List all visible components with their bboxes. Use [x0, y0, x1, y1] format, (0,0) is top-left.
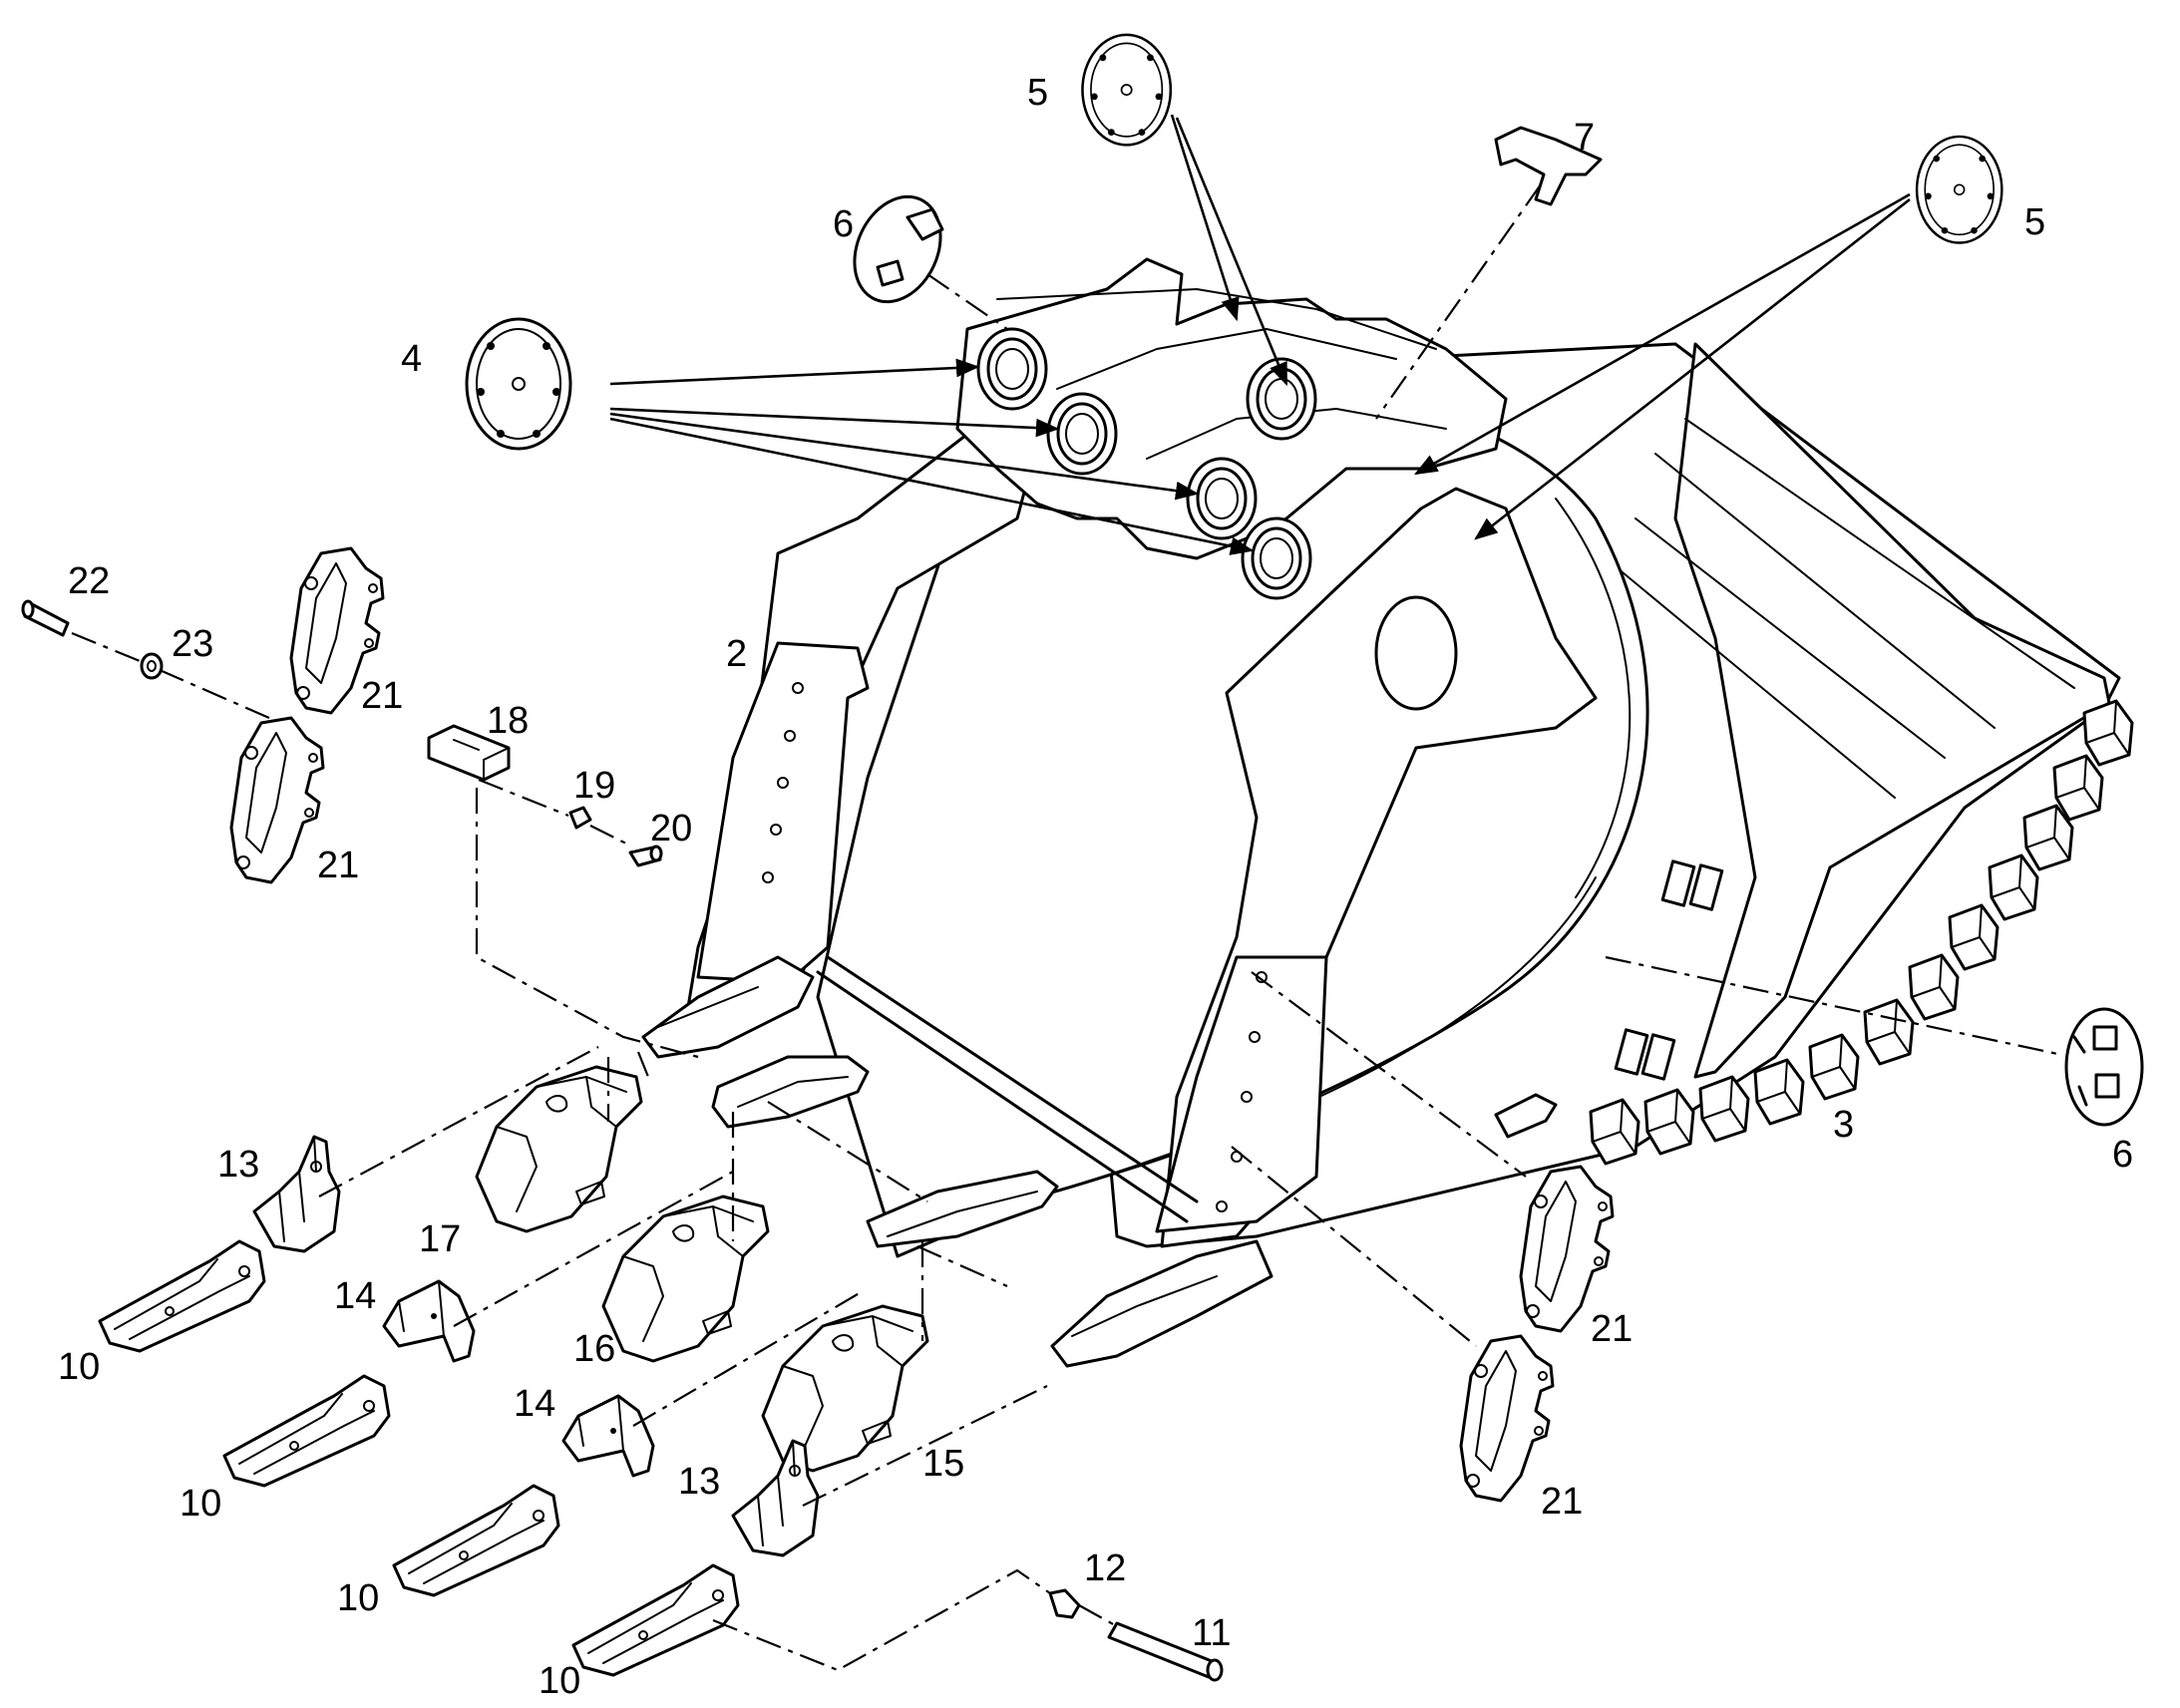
bucket-body	[641, 257, 2134, 1368]
callout-14-upper: 14	[334, 1275, 376, 1317]
wear-plate-21-lower-right	[1459, 1334, 1555, 1503]
callout-10-c: 10	[337, 1577, 379, 1619]
callout-21-lower-left: 21	[317, 845, 359, 886]
pin-11	[1107, 1621, 1224, 1682]
callout-6-top: 6	[833, 203, 854, 245]
callout-13-upper: 13	[217, 1144, 259, 1186]
seal-ring-6-top	[853, 194, 944, 304]
inner-wear-blocks	[1494, 859, 1724, 1139]
callout-2: 2	[726, 633, 747, 675]
retainer-12	[1048, 1588, 1081, 1619]
mid-adapters	[711, 1055, 1059, 1248]
tooth-10-b	[222, 1374, 391, 1488]
callout-21-upper-left: 21	[361, 675, 403, 717]
callout-14-lower: 14	[514, 1383, 555, 1425]
wear-plate-21-upper-right	[1519, 1165, 1615, 1333]
adapter-13-upper	[252, 1135, 341, 1253]
callout-16: 16	[573, 1328, 615, 1370]
callout-labels: 2 3 4 5 5 6 6 7 10 10 10 10 11 12 13 13 …	[58, 72, 2133, 1702]
shroud-15	[761, 1304, 929, 1473]
callout-7: 7	[1574, 117, 1595, 159]
callout-23: 23	[172, 623, 213, 665]
cap-14-lower	[561, 1394, 655, 1478]
callout-13-lower: 13	[678, 1461, 720, 1503]
callout-22: 22	[68, 560, 110, 602]
shroud-17	[475, 1065, 643, 1233]
tooth-10-a	[98, 1239, 266, 1353]
callout-5-right: 5	[2024, 201, 2045, 243]
callout-19: 19	[573, 765, 615, 807]
callout-6-right: 6	[2112, 1134, 2133, 1176]
cover-plate-5-right	[1915, 135, 2003, 244]
callout-10-a: 10	[58, 1346, 100, 1388]
callout-5-top: 5	[1027, 72, 1048, 114]
washer-23	[140, 652, 164, 680]
wear-plate-21-lower-left	[229, 716, 325, 884]
left-arm-holes	[762, 682, 804, 883]
callout-4: 4	[401, 338, 422, 380]
assembly-lines	[71, 183, 2063, 1672]
latch-7	[1494, 126, 1603, 206]
callout-10-d: 10	[539, 1660, 580, 1702]
cover-plate-5-top	[1081, 33, 1173, 147]
seal-ring-6-right	[2064, 1007, 2144, 1127]
wedge-19	[568, 806, 592, 830]
pin-lugs	[955, 257, 1508, 600]
callout-12: 12	[1084, 1547, 1126, 1589]
cover-plate-4	[465, 317, 572, 451]
tooth-10-c	[392, 1484, 560, 1597]
clamp-18	[427, 724, 511, 782]
adapter-13-lower	[731, 1439, 820, 1557]
shroud-16	[601, 1195, 770, 1363]
callout-17: 17	[419, 1218, 461, 1260]
pin-22	[21, 599, 70, 637]
callout-10-b: 10	[180, 1483, 221, 1525]
cap-14-upper	[382, 1279, 476, 1363]
callout-15: 15	[922, 1443, 964, 1485]
bolt-20	[628, 845, 663, 867]
callout-11: 11	[1192, 1612, 1231, 1654]
leader-lines	[609, 114, 1911, 555]
callout-18: 18	[487, 700, 529, 742]
callout-21-upper-right: 21	[1591, 1308, 1633, 1350]
callout-3: 3	[1833, 1104, 1854, 1146]
callout-20: 20	[650, 808, 692, 850]
callout-21-lower-right: 21	[1541, 1481, 1583, 1523]
